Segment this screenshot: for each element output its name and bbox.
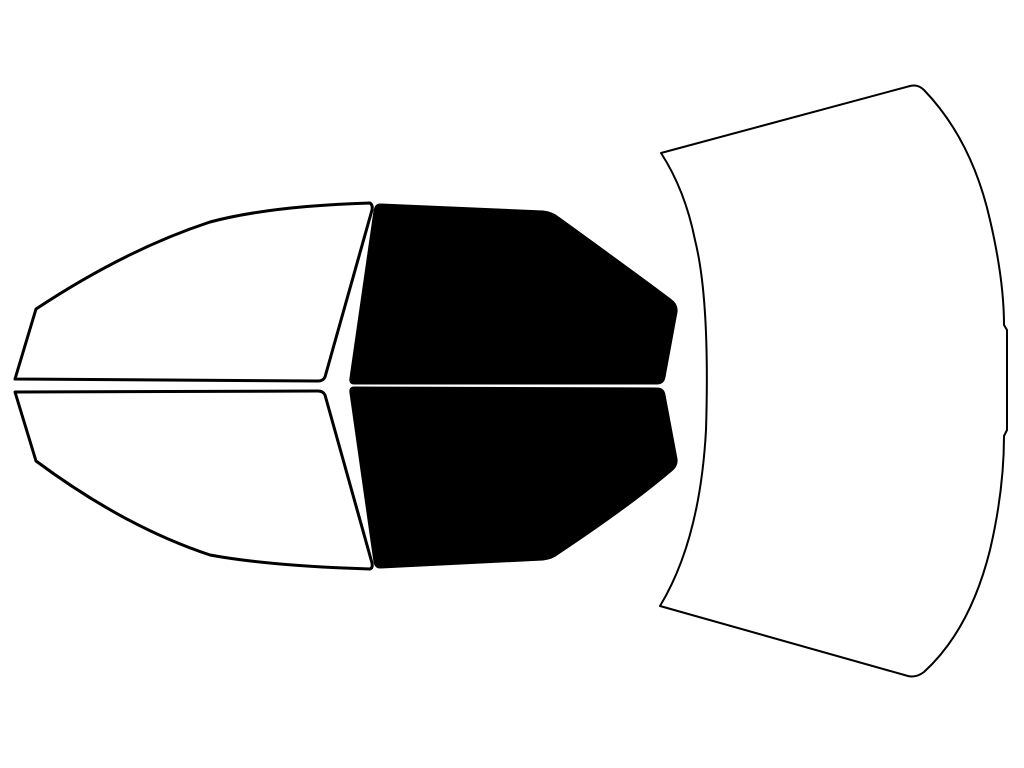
front-door-window-lower[interactable] — [349, 386, 678, 569]
front-door-window-upper[interactable] — [349, 203, 678, 385]
windshield[interactable] — [659, 84, 1008, 678]
rear-door-window-lower[interactable] — [13, 389, 374, 571]
rear-door-window-upper[interactable] — [13, 201, 374, 383]
